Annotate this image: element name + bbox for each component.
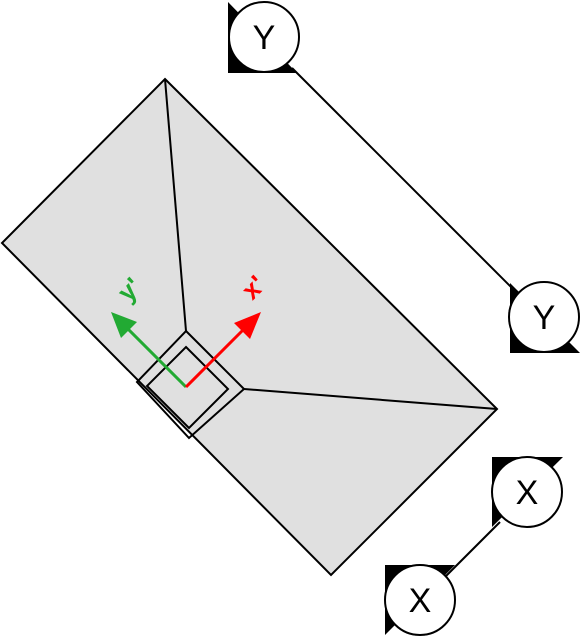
- yield-line-right: [243, 388, 498, 410]
- section-x-bottom-bubble: [384, 564, 456, 636]
- column-outer-square: [135, 329, 246, 440]
- yield-line-top: [164, 78, 187, 332]
- column-inner-square: [145, 345, 230, 430]
- section-x-bottom-marker: X: [384, 564, 456, 636]
- section-x-cut-line: [444, 521, 501, 578]
- section-y-top-bubble: [228, 1, 300, 73]
- section-y-top-label: Y: [253, 19, 276, 57]
- section-x-top-marker: X: [491, 456, 563, 528]
- section-y-top-marker: Y: [228, 1, 300, 73]
- section-y-bottom-label: Y: [533, 299, 556, 337]
- column: [135, 329, 246, 440]
- section-line-x: X X: [384, 456, 563, 636]
- section-x-top-label: X: [516, 474, 539, 512]
- y-prime-arrowhead: [111, 312, 137, 338]
- y-prime-axis-arrow: [120, 321, 188, 389]
- x-prime-axis-arrow: [184, 321, 252, 389]
- section-x-bottom-label: X: [409, 582, 432, 620]
- section-line-y: Y Y: [228, 1, 580, 353]
- section-y-bottom-marker: Y: [508, 281, 580, 353]
- x-prime-arrowhead: [234, 312, 261, 339]
- section-y-bottom-bubble: [508, 281, 580, 353]
- section-y-cut-line: [291, 67, 516, 292]
- section-x-top-bubble: [491, 456, 563, 528]
